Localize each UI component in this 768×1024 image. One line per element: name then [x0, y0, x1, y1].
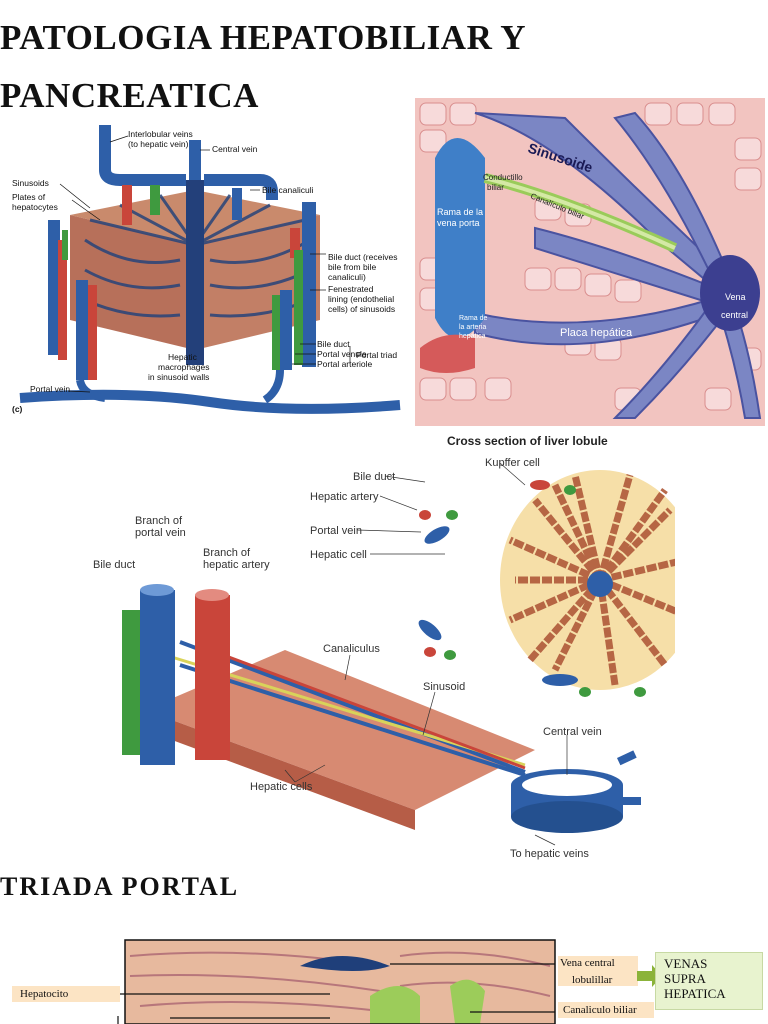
label-cross-section: Cross section of liver lobule	[447, 434, 608, 448]
label-bile-duct-left: Bile duct	[93, 559, 135, 571]
liver-lobule-cross-section-figure: Cross section of liver lobule Bile duct …	[85, 430, 675, 865]
label-vena: Vena	[725, 292, 746, 302]
label-portal-vein-branch: portal vein	[135, 527, 186, 539]
label-hepatica: hepática	[459, 333, 486, 340]
document-title-line2: PANCREATICA	[0, 76, 259, 115]
venas-line3: HEPATICA	[664, 986, 726, 1001]
label-hepatic-artery-branch: hepatic artery	[203, 559, 270, 571]
label-la-arteria: la arteria	[459, 324, 486, 331]
label-bile-canaliculi: Bile canaliculi	[262, 185, 314, 195]
label-interlobular-veins: Interlobular veins	[128, 129, 193, 139]
label-hepatic: Hepatic	[168, 352, 198, 362]
label-kupffer-cell: Kupffer cell	[485, 457, 540, 469]
label-in-sinusoid-walls: in sinusoid walls	[148, 372, 209, 382]
label-canaliculus: Canaliculus	[323, 643, 380, 655]
label-plates-of: Plates of	[12, 192, 46, 202]
label-canaliculi: canaliculi)	[328, 272, 366, 282]
label-branch-of-portal: Branch of	[135, 515, 183, 527]
label-central: central	[721, 310, 748, 320]
label-vena-porta: vena porta	[437, 218, 480, 228]
label-sinusoid: Sinusoid	[423, 681, 465, 693]
label-portal-triad: Portal triad	[356, 350, 397, 360]
label-hepatic-cell: Hepatic cell	[310, 549, 367, 561]
label-branch-of-artery: Branch of	[203, 547, 251, 559]
liver-lobule-3d-figure: Interlobular veins (to hepatic vein) Cen…	[10, 120, 410, 420]
venas-line2: SUPRA	[664, 971, 706, 986]
venas-supra-hepatica-box: VENAS SUPRA HEPATICA	[655, 952, 763, 1010]
label-endothelial-cells: cells) of sinusoids	[328, 304, 395, 314]
label-portal-arteriole: Portal arteriole	[317, 359, 373, 369]
venas-line1: VENAS	[664, 956, 708, 971]
label-biliar: biliar	[487, 183, 504, 192]
label-bile-duct-top: Bile duct	[353, 471, 395, 483]
label-rama-de-la: Rama de la	[437, 207, 483, 217]
label-rama-de: Rama de	[459, 315, 488, 322]
label-hepatocytes: hepatocytes	[12, 202, 58, 212]
label-to-hepatic-veins: To hepatic veins	[510, 848, 589, 860]
label-sinusoids: Sinusoids	[12, 178, 49, 188]
label-bile-duct: Bile duct	[317, 339, 350, 349]
label-hepatic-artery: Hepatic artery	[310, 491, 379, 503]
label-macrophages: macrophages	[158, 362, 210, 372]
label-fenestrated: Fenestrated	[328, 284, 374, 294]
label-canaliculo-biliar: Canaliculo biliar	[563, 1004, 637, 1016]
label-portal-vein: Portal vein	[30, 384, 70, 394]
label-hepatocito: Hepatocito	[20, 988, 69, 1000]
portal-triad-figure	[0, 936, 660, 1024]
label-placa-hepatica: Placa hepática	[560, 327, 633, 339]
label-vena-central: Vena central	[560, 957, 615, 969]
label-bile-duct-receives: Bile duct (receives	[328, 252, 397, 262]
document-title-line1: PATOLOGIA HEPATOBILIAR Y	[0, 18, 527, 57]
label-portal-venule: Portal venule	[317, 349, 367, 359]
label-conductillo: Conductillo	[483, 173, 523, 182]
label-to-hepatic-vein: (to hepatic vein)	[128, 139, 189, 149]
label-hepatic-cells: Hepatic cells	[250, 781, 313, 793]
label-panel-c: (c)	[12, 404, 23, 414]
label-lobulillar: lobulillar	[572, 974, 613, 986]
label-portal-vein: Portal vein	[310, 525, 362, 537]
label-central-vein: Central vein	[543, 726, 602, 738]
label-bile-from-bile: bile from bile	[328, 262, 376, 272]
label-central-vein: Central vein	[212, 144, 258, 154]
label-lining: lining (endothelial	[328, 294, 394, 304]
section-title-triada-portal: TRIADA PORTAL	[0, 872, 240, 901]
sinusoid-figure: Sinusoide Conductillo biliar Canalículo …	[415, 98, 765, 426]
